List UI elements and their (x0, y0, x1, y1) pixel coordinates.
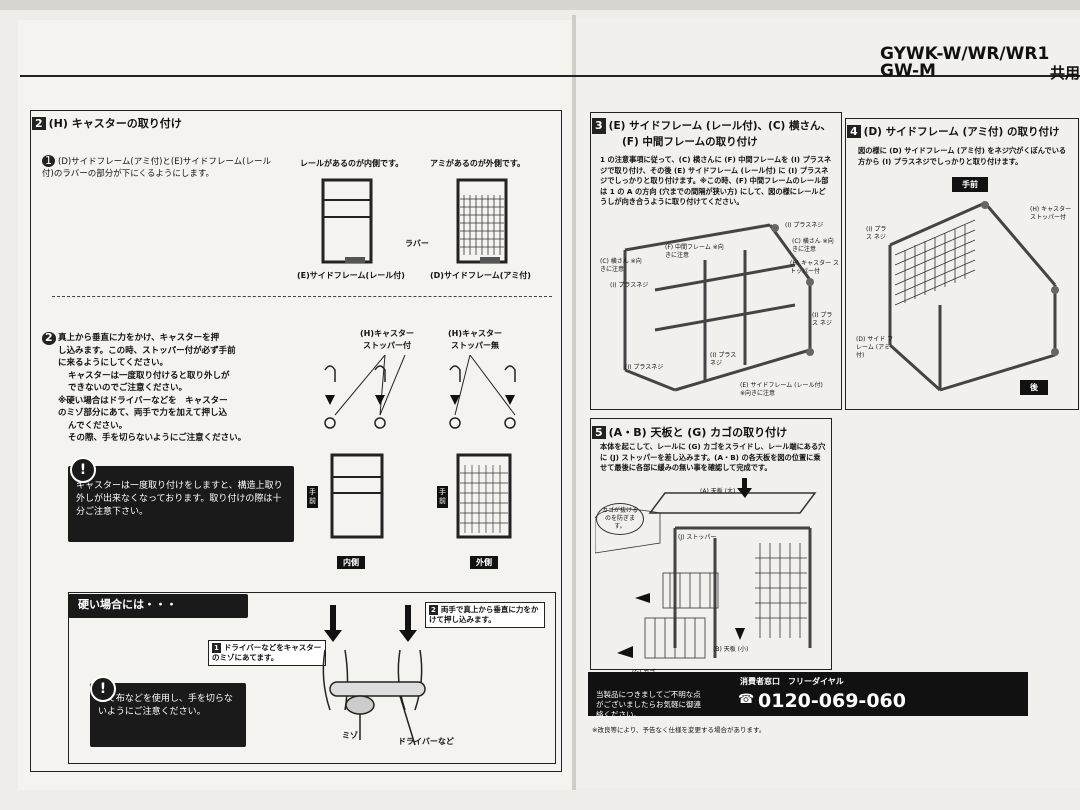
label-groove: ミゾ (342, 731, 358, 740)
warning-icon: ! (70, 457, 96, 483)
step3-label-screw-5: (I) プラス ネジ (710, 352, 737, 367)
step3-label-screw: (I) プラスネジ (785, 222, 824, 229)
hotline-phone: 0120-069-060 (758, 690, 906, 712)
warning-caster-permanent: キャスターは一度取り付けをしますと、構造上取り外しが出来なくなっております。取り… (68, 466, 294, 542)
header-rule (20, 75, 1080, 77)
caption-d-frame: (D)サイドフレーム(アミ付) (430, 271, 531, 280)
hand-press-diagram (322, 605, 426, 746)
step5-box (590, 418, 832, 670)
label-rail-inside: レールがあるのが内側です。 (300, 159, 404, 168)
caption-e-frame: (E)サイドフレーム(レール付) (297, 271, 405, 280)
step5-label-basket-note: カゴが抜けるのを防ぎます。 (596, 503, 644, 535)
model-number: GYWK-W/WR/WR1 GW-M (880, 44, 1050, 81)
hard-case-title: 硬い場合には・・・ (68, 594, 248, 618)
step4-box (845, 118, 1079, 410)
step3-label-caster: (H) キャスター ストッパー付 (790, 260, 840, 275)
tag-front-right: 手前 (437, 486, 448, 508)
label-caster-with-stopper: (H)キャスター ストッパー付 (360, 329, 415, 350)
step3-label-screw-4: (I) プラスネジ (625, 364, 664, 371)
label-driver: ドライバーなど (398, 737, 454, 746)
step4-mesh-frame-diagram (888, 201, 1059, 392)
step3-label-screw-2: (I) プラスネジ (610, 282, 649, 289)
step4-label-side-frame: (D) サイド フレーム (アミ付) (856, 336, 894, 359)
step3-label-side-frame: (E) サイドフレーム (レール付) ※向きに注意 (740, 382, 823, 397)
step4-tag-back: 後 (1020, 380, 1048, 395)
step3-label-screw-3: (I) プラス ネジ (812, 312, 833, 327)
hard-case-box (68, 592, 556, 764)
section-divider (52, 296, 552, 297)
label-caster-without-stopper: (H)キャスター ストッパー無 (448, 329, 503, 350)
hotline-label: 消費者窓口 フリーダイヤル (740, 677, 844, 686)
step2-sub2-text: 2 真上から垂直に力をかけ、キャスターを押 し込みます。この時、ストッパー付が必… (42, 331, 298, 445)
tag-inside: 内側 (337, 556, 365, 569)
phone-icon: ☎ (738, 692, 755, 707)
step3-frame-diagram (623, 223, 814, 392)
step5-label-stopper: (J) ストッパー (678, 534, 717, 541)
tag-front-left: 手前 (307, 486, 318, 508)
step2-sub1-text: 1(D)サイドフレーム(アミ付)と(E)サイドフレーム(レール付)のラバーの部分… (42, 154, 271, 179)
warning-cloth: あて布などを使用し、手を切らないようにご注意ください。 (90, 683, 246, 747)
right-page (575, 18, 1080, 788)
model-common-label: 共用 (1050, 64, 1080, 82)
step3-label-mid-frame: (F) 中間フレーム ※向きに注意 (665, 244, 724, 259)
step4-title: 4(D) サイドフレーム (アミ付) の取り付け (847, 124, 1060, 139)
label-rubber: ラバー (405, 239, 429, 248)
step5-assembly-diagram (595, 478, 817, 659)
footer-notice: 当製品につきましてご不明な点がございましたらお気軽に御連絡ください。 (596, 690, 701, 719)
step4-text: 図の様に (D) サイドフレーム (アミ付) をネジ穴がくぼんでいる方から (I… (858, 146, 1067, 166)
step3-label-crossbar-2: (C) 横さん ※向きに注意 (792, 238, 834, 253)
step4-label-screw: (I) プラス ネジ (866, 226, 887, 241)
step2-title: 2(H) キャスターの取り付け (32, 115, 182, 131)
step5-label-top-board-small: (B) 天板 (小) (713, 646, 749, 653)
warning-icon: ! (90, 676, 116, 702)
step4-tag-front: 手前 (952, 177, 988, 192)
step3-label-crossbar: (C) 横さん ※向きに注意 (600, 258, 642, 273)
mesh-frame-diagram (456, 178, 508, 264)
step2-box (30, 110, 562, 772)
rail-frame-diagram (321, 178, 373, 264)
step3-text: 1 の注意事項に従って、(C) 横さんに (F) 中間フレームを (I) プラス… (600, 155, 832, 206)
step3-title: 3(E) サイドフレーム (レール付)、(C) 横さん、(F) 中間フレームの取… (592, 118, 831, 150)
step4-label-caster: (H) キャスター ストッパー付 (1030, 206, 1072, 221)
footer-fine-print: ※改良等により、予告なく仕様を変更する場合があります。 (592, 726, 766, 734)
step5-label-top-board-large: (A) 天板 (大) (700, 488, 736, 495)
label-mesh-outside: アミがあるのが外側です。 (430, 159, 526, 168)
tag-outside: 外側 (470, 556, 498, 569)
caster-insertion-diagram (324, 355, 516, 539)
hotline-banner (588, 672, 1028, 716)
step3-box (590, 112, 842, 410)
step5-title: 5(A・B) 天板と (G) カゴの取り付け (592, 424, 787, 440)
page-spine (572, 15, 576, 790)
step5-text: 本体を起こして、レールに (G) カゴをスライドし、レール端にある穴に (J) … (600, 442, 826, 472)
